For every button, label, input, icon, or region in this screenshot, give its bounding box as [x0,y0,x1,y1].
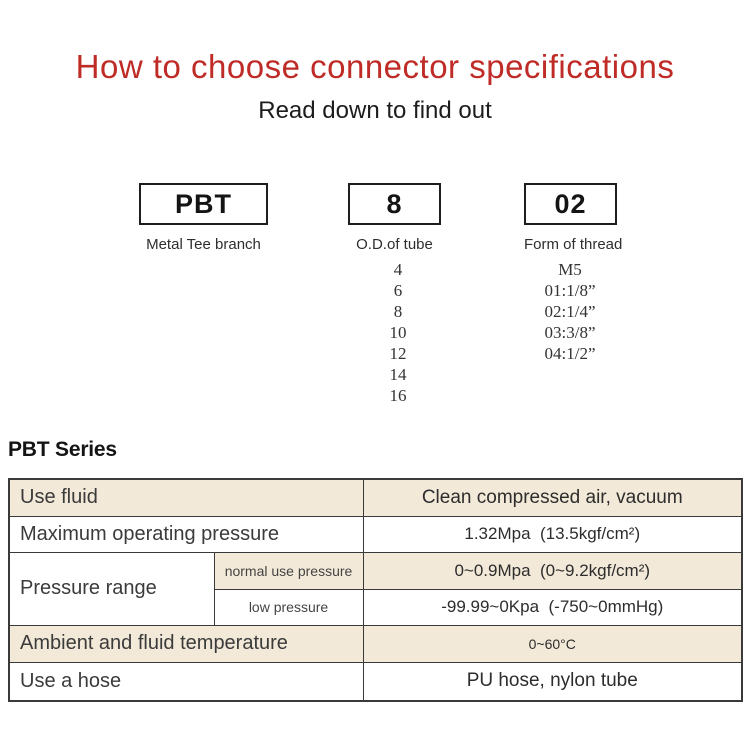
code-box-thread-form: 02 [524,183,617,225]
row-temperature-value: 0~60°C [362,624,743,663]
thread-form-option: 01:1/8” [544,281,596,300]
row-low-pressure-sublabel: low pressure [213,588,364,626]
table-row: Ambient and fluid temperature 0~60°C [8,624,743,663]
tube-od-option: 8 [393,302,403,321]
table-row: Use fluid Clean compressed air, vacuum [8,478,743,517]
tube-od-option: 6 [393,281,403,300]
tube-od-option: 12 [389,344,407,363]
label-thread-form: Form of thread [524,236,623,253]
thread-form-option: 02:1/4” [544,302,596,321]
series-heading: PBT Series [8,438,117,461]
thread-form-option: M5 [558,260,582,279]
code-series-text: PBT [175,188,232,219]
tube-od-option: 4 [393,260,403,279]
row-use-fluid-label: Use fluid [8,478,364,517]
tube-od-option: 16 [389,386,407,405]
code-tube-od-text: 8 [386,188,403,219]
label-tube-od: O.D.of tube [356,236,433,253]
thread-form-option: 03:3/8” [544,323,596,342]
row-max-pressure-label: Maximum operating pressure [8,515,364,553]
thread-form-options: M5 01:1/8” 02:1/4” 03:3/8” 04:1/2” [505,259,635,364]
row-use-fluid-value: Clean compressed air, vacuum [362,478,743,517]
spec-table: Use fluid Clean compressed air, vacuum M… [8,478,743,702]
tube-od-options: 4 6 8 10 12 14 16 [348,259,448,406]
table-row: low pressure -99.99~0Kpa (-750~0mmHg) [9,588,743,626]
row-max-pressure-value: 1.32Mpa (13.5kgf/cm²) [362,515,743,553]
label-series: Metal Tee branch [146,236,261,253]
tube-od-option: 10 [389,323,407,342]
row-normal-pressure-value: 0~0.9Mpa (0~9.2kgf/cm²) [362,551,743,590]
table-row: Maximum operating pressure 1.32Mpa (13.5… [8,515,743,553]
page-title: How to choose connector specifications [75,48,675,85]
table-row: Pressure range normal use pressure 0~0.9… [8,551,743,626]
code-box-tube-od: 8 [348,183,441,225]
tube-od-option: 14 [389,365,407,384]
code-box-series: PBT [139,183,268,225]
code-thread-form-text: 02 [554,188,587,219]
page-subtitle: Read down to find out [258,97,492,124]
row-pressure-range-label: Pressure range [8,551,215,626]
row-temperature-label: Ambient and fluid temperature [8,624,364,663]
row-hose-value: PU hose, nylon tube [362,661,743,702]
row-hose-label: Use a hose [8,661,364,702]
row-low-pressure-value: -99.99~0Kpa (-750~0mmHg) [362,588,743,626]
row-normal-pressure-sublabel: normal use pressure [213,551,364,590]
table-row: Use a hose PU hose, nylon tube [8,661,743,702]
thread-form-option: 04:1/2” [544,344,596,363]
